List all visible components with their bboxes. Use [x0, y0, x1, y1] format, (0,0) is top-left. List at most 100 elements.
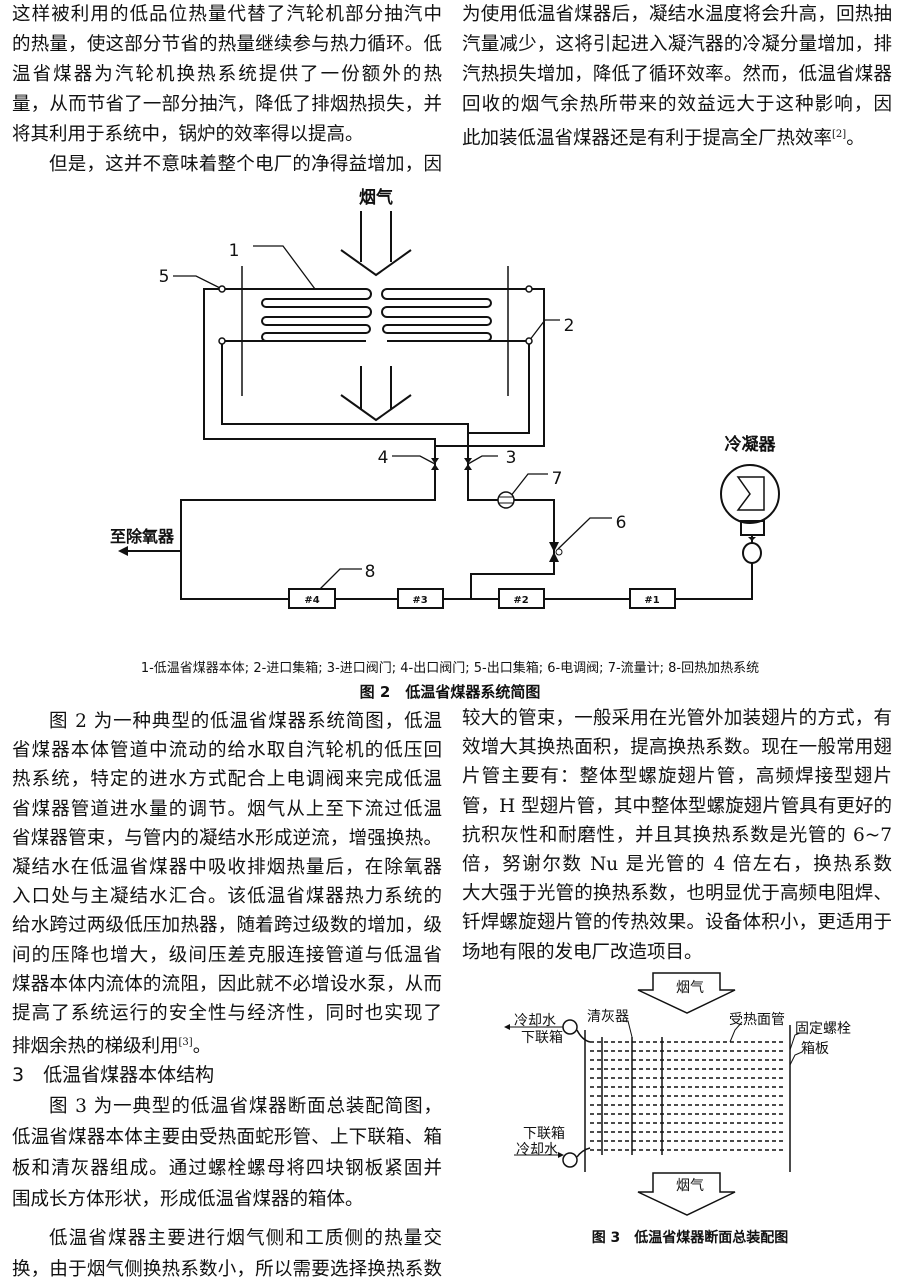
flue-gas-out-label: 烟气	[676, 1178, 704, 1194]
fixing-bolt-label: 固定螺栓	[795, 1021, 851, 1037]
coil-left	[261, 288, 372, 342]
heater-3-label: #3	[412, 595, 427, 606]
figure-2-legend: 1-低温省煤器本体; 2-进口集箱; 3-进口阀门; 4-出口阀门; 5-出口集…	[140, 661, 760, 676]
heating-tubes	[590, 1041, 786, 1151]
text-line: 将其利用于系统中，锅炉的效率得以提高。	[12, 124, 364, 145]
text-line: 煤器本体内流体的流阻，因此就不必增设水泵，从而	[12, 973, 442, 995]
text-line: 低温省煤器主要进行烟气侧和工质侧的热量交	[49, 1228, 442, 1250]
callout-8: 8	[365, 562, 376, 582]
text-line: 抗积灰性和耐磨性，并且其换热系数是光管的 6~7	[462, 824, 892, 846]
text-line: 省煤器管道进水量的调节。烟气从上至下流过低温	[12, 798, 442, 820]
text-line: 入口处与主凝结水汇合。该低温省煤器热力系统的	[12, 886, 442, 908]
upper-header-icon	[562, 1019, 578, 1035]
heater-2	[498, 588, 545, 609]
citation: [2]	[832, 129, 847, 140]
figure-3-caption: 图 3 低温省煤器断面总装配图	[591, 1230, 789, 1246]
box-plate-label: 箱板	[801, 1041, 829, 1057]
cooling-water-bottom-label: 冷却水	[516, 1142, 558, 1158]
condenser-well	[740, 520, 765, 536]
figure-3-section-diagram: 烟气 烟气 冷却水 下联箱 清灰器 受热面管 固定螺栓 箱板 下联箱 冷却水	[504, 972, 851, 1216]
text-line: 效增大其换热面积，提高换热系数。现在一般常用翅	[462, 737, 892, 759]
text-line: 片管主要有：整体型螺旋翅片管，高频焊接型翅片	[462, 766, 892, 788]
text-line: 汽热损失增加，降低了循环效率。然而，低温省煤器	[462, 64, 892, 85]
lower-header-icon	[562, 1152, 578, 1168]
text-line: 换，由于烟气侧换热系数小，所以需要选择换热系数	[12, 1259, 442, 1281]
lower-header-top-label: 下联箱	[521, 1030, 563, 1046]
outlet-pipe-right	[387, 288, 545, 447]
text-line: 这样被利用的低品位热量代替了汽轮机部分抽汽中	[12, 4, 442, 25]
citation: [3]	[178, 1037, 193, 1049]
heater-3	[397, 588, 444, 609]
callout-6: 6	[616, 513, 627, 533]
callout-2: 2	[564, 316, 575, 336]
text-line: 管，H 型翅片管，其中整体型螺旋翅片管具有更好的	[462, 795, 892, 817]
callout-7: 7	[552, 469, 563, 489]
text-line: 场地有限的发电厂改造项目。	[462, 941, 703, 963]
valve-4-icon	[431, 458, 439, 470]
callout-1: 1	[229, 241, 240, 261]
heater-1	[629, 588, 676, 609]
text-line: 图 3 为一典型的低温省煤器断面总装配简图，	[49, 1096, 442, 1118]
flue-gas-in-label: 烟气	[676, 980, 704, 996]
text-line: 量，从而节省了一部分抽汽，降低了排烟热损失，并	[12, 94, 442, 115]
text-span: 。	[846, 128, 865, 150]
text-line: 省煤器管束，与管内的凝结水形成逆流，增强换热。	[12, 827, 442, 849]
text-line: 凝结水在低温省煤器中吸收排烟热量后，在除氧器	[12, 856, 442, 878]
cooling-water-top-label: 冷却水	[514, 1013, 556, 1029]
figure-2-caption: 图 2 低温省煤器系统简图	[359, 683, 541, 701]
callout-4: 4	[378, 448, 389, 468]
pump-icon	[742, 542, 762, 564]
text-line: 排烟余热的梯级利用[3]。	[12, 1028, 442, 1057]
flowmeter-icon	[497, 491, 515, 509]
flue-gas-label: 烟气	[359, 187, 393, 208]
text-line: 但是，这并不意味着整个电厂的净得益增加，因	[49, 154, 442, 175]
text-line: 热系统，特定的进水方式配合上电调阀来完成低温	[12, 769, 442, 791]
text-line: 间的压降也增大，级间压差克服连接管道与低温省	[12, 944, 442, 966]
text-line: 倍，努谢尔数 Nu 是光管的 4 倍左右，换热系数	[462, 853, 892, 875]
heating-tubes-label: 受热面管	[729, 1012, 785, 1028]
heater-2-label: #2	[513, 595, 528, 606]
text-line: 围成长方体形状，形成低温省煤器的箱体。	[12, 1189, 364, 1211]
text-line: 此加装低温省煤器还是有利于提高全厂热效率[2]。	[462, 120, 892, 150]
text-line: 较大的管束，一般采用在光管外加装翅片的方式，有	[462, 708, 892, 729]
text-line: 提高了系统运行的安全性与经济性，同时也实现了	[12, 1002, 442, 1024]
lower-header-bottom-label: 下联箱	[523, 1126, 565, 1142]
inlet-pipe	[221, 340, 498, 501]
valve-6-icon	[549, 542, 559, 562]
heater-4-label: #4	[304, 595, 319, 606]
flue-gas-arrow-top	[340, 211, 412, 277]
flue-gas-arrow-bottom	[340, 366, 412, 422]
figure-2-system-diagram: 烟气 冷凝器 至除氧器 1 2 3 4 5 6 7 8 #4 #3 #2 #1	[110, 187, 780, 609]
section-heading: 3 低温省煤器本体结构	[12, 1064, 215, 1087]
callout-3: 3	[506, 448, 517, 468]
lower-right-column: 较大的管束，一般采用在光管外加装翅片的方式，有 效增大其换热面积，提高换热系数。…	[462, 704, 892, 967]
text-line: 低温省煤器本体主要由受热面蛇形管、上下联箱、箱	[12, 1127, 442, 1149]
deaerator-label: 至除氧器	[110, 527, 175, 546]
heater-1-label: #1	[644, 595, 659, 606]
valve-3-icon	[464, 458, 472, 470]
text-line: 省煤器本体管道中流动的给水取自汽轮机的低压回	[12, 740, 442, 762]
text-span: 排烟余热的梯级利用	[12, 1036, 179, 1058]
text-line: 为使用低温省煤器后，凝结水温度将会升高，回热抽	[462, 4, 892, 25]
condenser-label: 冷凝器	[725, 434, 777, 455]
text-line: 汽量减少，这将引起进入凝汽器的冷凝分量增加，排	[462, 34, 892, 55]
flue-gas-in-arrow	[637, 972, 736, 1014]
text-line: 图 2 为一种典型的低温省煤器系统简图，低温	[49, 711, 442, 732]
text-line: 温省煤器为汽轮机换热系统提供了一份额外的热	[12, 64, 442, 85]
text-span: 此加装低温省煤器还是有利于提高全厂热效率	[462, 128, 833, 150]
heater-4	[288, 588, 336, 609]
top-right-column: 为使用低温省煤器后，凝结水温度将会升高，回热抽 汽量减少，这将引起进入凝汽器的冷…	[462, 0, 892, 150]
coil-right	[381, 288, 492, 342]
soot-blower-label: 清灰器	[587, 1009, 629, 1025]
text-span: 。	[192, 1036, 212, 1058]
text-line: 钎焊螺旋翅片管的传热效果。设备体积小，更适用于	[462, 912, 892, 934]
lower-left-column: 图 2 为一种典型的低温省煤器系统简图，低温 省煤器本体管道中流动的给水取自汽轮…	[12, 707, 442, 1285]
text-line: 回收的烟气余热所带来的效益远大于这种影响，因	[462, 94, 892, 115]
flue-gas-out-arrow	[637, 1172, 736, 1216]
text-line: 板和清灰器组成。通过螺栓螺母将四块钢板紧固并	[12, 1158, 442, 1180]
text-line: 的热量，使这部分节省的热量继续参与热力循环。低	[12, 34, 442, 55]
condenser-icon	[720, 464, 780, 524]
text-line: 大大强于光管的换热系数，也明显优于高频电阻焊、	[462, 883, 892, 905]
outlet-pipe	[180, 288, 436, 600]
top-left-column: 这样被利用的低品位热量代替了汽轮机部分抽汽中 的热量，使这部分节省的热量继续参与…	[12, 0, 442, 180]
